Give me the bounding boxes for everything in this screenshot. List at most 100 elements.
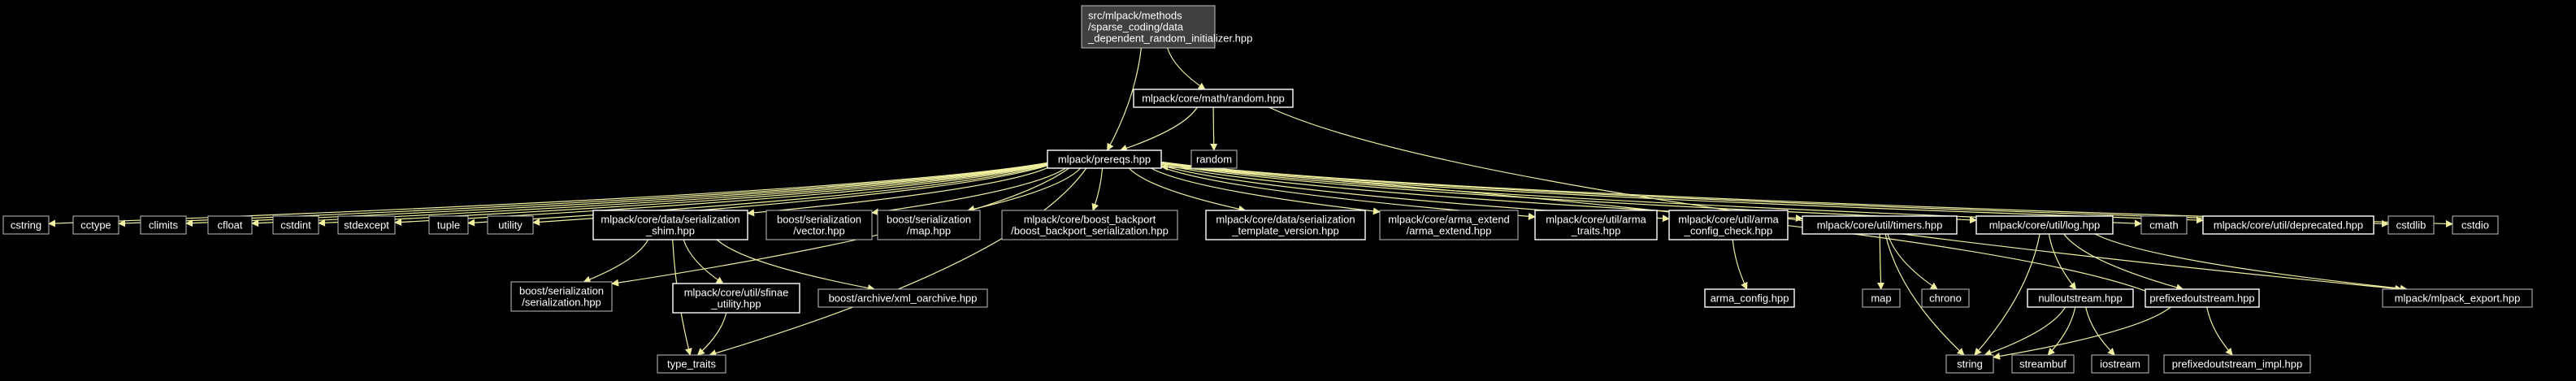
node-label-boost_backport-0: mlpack/core/boost_backport xyxy=(1024,214,1156,226)
node-label-arma_config_check-0: mlpack/core/util/arma xyxy=(1678,214,1779,226)
node-label-map_hpp-0: boost/serialization xyxy=(887,214,971,226)
node-label-string-0: string xyxy=(1957,358,1983,370)
node-random: random xyxy=(1190,149,1238,169)
node-box-root xyxy=(1081,5,1216,49)
node-iostream: iostream xyxy=(2091,354,2149,374)
node-serialization: boost/serialization/serialization.hpp xyxy=(510,281,613,312)
edge-prereqs-to-shim xyxy=(747,167,1048,217)
node-label-xml_oarchive-0: boost/archive/xml_oarchive.hpp xyxy=(829,292,978,305)
node-label-shim-1: _shim.hpp xyxy=(645,225,695,237)
node-map_hpp: boost/serialization/map.hpp xyxy=(877,210,981,240)
node-label-arma_extend-0: mlpack/core/arma_extend xyxy=(1388,214,1510,226)
node-random_hpp[interactable]: mlpack/core/math/random.hpp xyxy=(1133,89,1294,108)
node-box-timers xyxy=(1802,215,1958,235)
node-box-deprecated xyxy=(2202,215,2374,235)
node-cstring: cstring xyxy=(2,215,50,235)
node-prefixed_impl: prefixedoutstream_impl.hpp xyxy=(2163,354,2311,374)
node-box-stdexcept xyxy=(337,215,396,235)
node-box-climits xyxy=(140,215,187,235)
node-string: string xyxy=(1945,354,1994,374)
node-label-sfinae-1: _utility.hpp xyxy=(710,298,761,310)
node-arma_traits[interactable]: mlpack/core/util/arma_traits.hpp xyxy=(1534,210,1658,240)
node-label-serialization-0: boost/serialization xyxy=(519,285,604,297)
node-box-cstdio xyxy=(2452,215,2499,235)
node-label-log-0: mlpack/core/util/log.hpp xyxy=(1989,219,2101,232)
node-box-cstdint xyxy=(272,215,319,235)
node-label-template_version-1: _template_version.hpp xyxy=(1231,225,1339,237)
node-sfinae[interactable]: mlpack/core/util/sfinae_utility.hpp xyxy=(672,283,800,314)
edge-prefixed-to-string xyxy=(1993,306,2171,360)
edge-timers-to-string xyxy=(1884,233,1965,356)
edge-log-to-prefixed xyxy=(2063,233,2184,292)
node-timers[interactable]: mlpack/core/util/timers.hpp xyxy=(1802,215,1958,235)
node-box-cfloat xyxy=(207,215,253,235)
edges-layer xyxy=(48,47,2453,360)
node-xml_oarchive: boost/archive/xml_oarchive.hpp xyxy=(817,288,988,308)
node-box-serialization xyxy=(510,281,613,312)
node-root[interactable]: src/mlpack/methods/sparse_coding/data_de… xyxy=(1081,5,1252,49)
node-prefixed[interactable]: prefixedoutstream.hpp xyxy=(2144,288,2260,308)
node-climits: climits xyxy=(140,215,187,235)
edge-prereqs-to-cstdint xyxy=(318,163,1048,227)
edge-prereqs-to-climits xyxy=(185,162,1048,227)
node-label-template_version-0: mlpack/core/data/serialization xyxy=(1216,214,1355,226)
node-box-arma_traits xyxy=(1534,210,1658,240)
node-box-cstdlib xyxy=(2387,215,2435,235)
edge-prereqs-to-cctype xyxy=(118,162,1048,227)
edge-prereqs-to-map_hpp xyxy=(967,167,1082,213)
node-box-type_traits xyxy=(657,354,726,374)
edge-shim-to-sfinae xyxy=(683,239,724,284)
edge-shim-to-xml_oarchive xyxy=(716,239,875,292)
node-deprecated[interactable]: mlpack/core/util/deprecated.hpp xyxy=(2202,215,2374,235)
node-label-climits-0: climits xyxy=(149,219,179,232)
node-prereqs[interactable]: mlpack/prereqs.hpp xyxy=(1047,149,1162,169)
edge-prereqs-to-cstring xyxy=(48,162,1048,227)
edge-prefixed-to-prefixed_impl xyxy=(2206,306,2233,356)
edge-root-to-random_hpp xyxy=(1167,47,1206,90)
node-label-arma_config-0: arma_config.hpp xyxy=(1711,292,1789,305)
edge-root-to-prereqs xyxy=(1107,47,1142,151)
node-box-cctype xyxy=(72,215,119,235)
node-cctype: cctype xyxy=(72,215,119,235)
node-label-deprecated-0: mlpack/core/util/deprecated.hpp xyxy=(2214,219,2363,232)
node-type_traits: type_traits xyxy=(657,354,726,374)
edge-prereqs-to-stdexcept xyxy=(394,163,1048,226)
node-label-boost_backport-1: /boost_backport_serialization.hpp xyxy=(1011,225,1169,237)
node-box-random xyxy=(1190,149,1238,169)
node-cstdlib: cstdlib xyxy=(2387,215,2435,235)
edge-nullout-to-iostream xyxy=(2085,306,2115,356)
edge-sfinae-to-type_traits xyxy=(696,312,727,356)
node-box-arma_config xyxy=(1704,288,1795,308)
edge-log-to-string xyxy=(1974,233,2040,356)
node-arma_config_check[interactable]: mlpack/core/util/arma_config_check.hpp xyxy=(1668,210,1789,240)
node-boost_backport: mlpack/core/boost_backport/boost_backpor… xyxy=(1001,210,1178,240)
node-box-template_version xyxy=(1205,210,1366,240)
node-box-tuple xyxy=(428,215,469,235)
edge-log-to-nullout xyxy=(2048,233,2077,290)
node-label-cstdint-0: cstdint xyxy=(280,219,311,232)
node-label-cstring-0: cstring xyxy=(11,219,41,232)
node-box-map_hpp xyxy=(877,210,981,240)
node-label-cctype-0: cctype xyxy=(80,219,111,232)
node-box-arma_extend xyxy=(1379,210,1519,240)
node-label-cstdio-0: cstdio xyxy=(2461,219,2489,232)
node-label-map_hpp-1: /map.hpp xyxy=(907,225,951,237)
node-label-tuple-0: tuple xyxy=(437,219,460,232)
edge-prereqs-to-cfloat xyxy=(251,162,1048,227)
node-log[interactable]: mlpack/core/util/log.hpp xyxy=(1975,215,2114,235)
edge-arma_config_check-to-arma_config xyxy=(1732,239,1748,290)
node-nullout[interactable]: nulloutstream.hpp xyxy=(2027,288,2134,308)
node-box-nullout xyxy=(2027,288,2134,308)
node-vector: boost/serialization/vector.hpp xyxy=(765,210,873,240)
node-label-prefixed_impl-0: prefixedoutstream_impl.hpp xyxy=(2172,358,2302,370)
node-cfloat: cfloat xyxy=(207,215,253,235)
node-label-vector-0: boost/serialization xyxy=(777,214,861,226)
node-label-sfinae-0: mlpack/core/util/sfinae xyxy=(684,287,789,299)
node-arma_config[interactable]: arma_config.hpp xyxy=(1704,288,1795,308)
edge-random_hpp-to-random xyxy=(1210,106,1218,151)
edge-prereqs-to-boost_backport xyxy=(1091,167,1104,211)
node-template_version[interactable]: mlpack/core/data/serialization_template_… xyxy=(1205,210,1366,240)
node-shim[interactable]: mlpack/core/data/serialization_shim.hpp xyxy=(592,210,748,240)
node-streambuf: streambuf xyxy=(2011,354,2075,374)
node-box-boost_backport xyxy=(1001,210,1178,240)
